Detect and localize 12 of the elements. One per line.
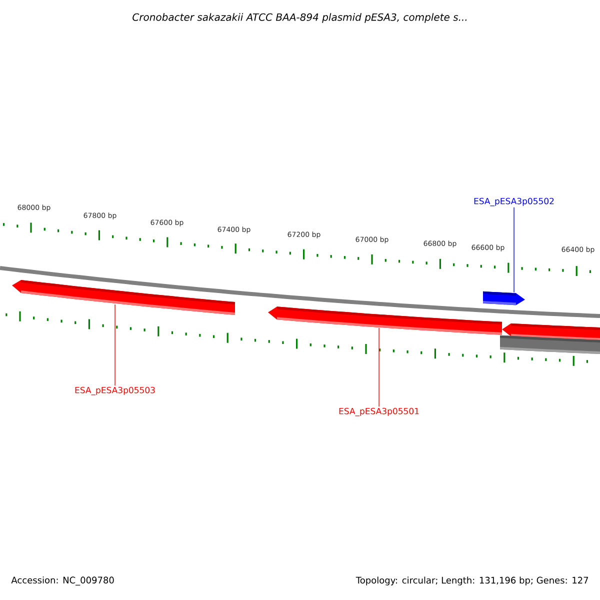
gene-label: ESA_pESA3p05502: [474, 198, 554, 206]
footer-text: Topology: circular; Length: 131,196 bp; Genes: 127: [356, 576, 588, 586]
gene-bar: [12, 280, 235, 316]
gene-label: ESA_pESA3p05501: [339, 408, 419, 416]
gene-label: ESA_pESA3p05503: [75, 386, 155, 396]
leader-line: [114, 304, 116, 386]
gene-bar: [483, 291, 525, 306]
leader-line: [378, 328, 380, 407]
title: Cronobacter sakazakii ATCC BAA-894 plasmid pESA3, complete s...: [132, 13, 467, 23]
gene-bar: [268, 306, 502, 335]
gene-bar: [500, 335, 600, 354]
footer-text: Accession: NC_009780: [11, 576, 114, 586]
